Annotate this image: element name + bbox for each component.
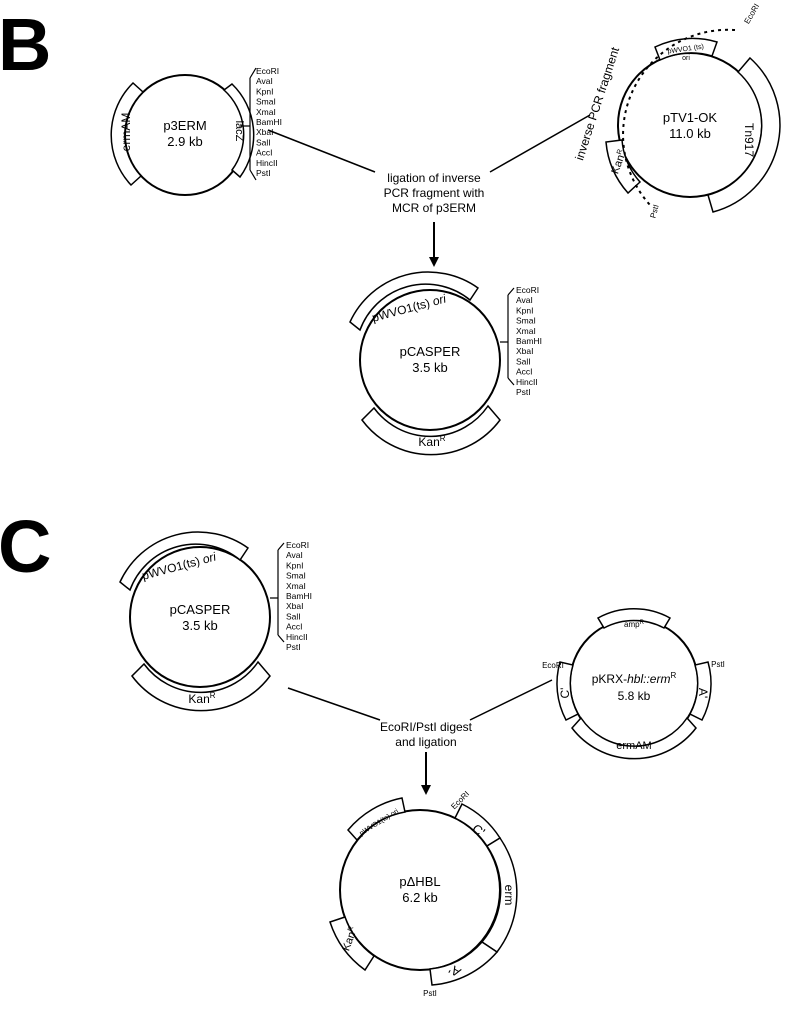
restriction-site-label: EcoRI xyxy=(516,285,539,295)
ptv1ok-size: 11.0 kb xyxy=(669,126,711,141)
restriction-site-label: XmaI xyxy=(516,326,536,336)
c-prime-segment: C' xyxy=(556,661,580,721)
restriction-site-label: KpnI xyxy=(286,560,304,570)
phbl-erm-label: erm xyxy=(502,885,516,906)
pkrx-psti-label: PstI xyxy=(711,660,725,669)
step-text-line1: ligation of inverse xyxy=(387,171,481,185)
pkrx-c-prime-label: C' xyxy=(558,688,572,699)
restriction-site-label: BamHI xyxy=(286,591,312,601)
mcr-site-list: EcoRIAvaIKpnISmaIXmaIBamHIXbaISalIAccIHi… xyxy=(516,285,542,397)
mcr-site-list: EcoRIAvaIKpnISmaIXmaIBamHIXbaISalIAccIHi… xyxy=(256,66,282,178)
ptv1ok-psti-label: PstI xyxy=(648,204,660,220)
restriction-site-label: BamHI xyxy=(256,117,282,127)
restriction-site-label: HincII xyxy=(516,377,538,387)
restriction-site-label: KpnI xyxy=(516,305,534,315)
restriction-site-label: SmaI xyxy=(516,316,536,326)
restriction-site-label: AccI xyxy=(256,148,273,158)
kan-segment: KanR xyxy=(361,404,501,456)
pcasper-plasmid: pWVO1(ts) ori KanR pCASPER 3.5 kb EcoRIA… xyxy=(119,531,312,712)
restriction-site-label: XbaI xyxy=(286,601,304,611)
phbl-plasmid: pWVO1(ts) ori C' erm A' KanR pΔHBL 6.2 k… xyxy=(329,789,518,998)
restriction-site-label: XmaI xyxy=(286,581,306,591)
a-prime-segment: A' xyxy=(429,941,499,986)
lacz-label: lacZ xyxy=(233,121,245,142)
kan-segment: KanR xyxy=(131,660,271,712)
restriction-site-label: PstI xyxy=(256,168,271,178)
pcasper-size: 3.5 kb xyxy=(182,618,217,633)
restriction-site-label: SalI xyxy=(286,611,301,621)
restriction-site-label: EcoRI xyxy=(256,66,279,76)
restriction-site-label: SmaI xyxy=(256,97,276,107)
pkrx-amp-label: ampR xyxy=(624,620,645,629)
pkrx-size: 5.8 kb xyxy=(618,689,651,703)
ermam-label: ermAM xyxy=(119,113,133,152)
restriction-site-label: PstI xyxy=(286,642,301,652)
panel-b-letter: B xyxy=(0,3,51,86)
restriction-site-label: XbaI xyxy=(516,346,534,356)
step-text-line2: PCR fragment with xyxy=(384,186,485,200)
ori-segment: pWVO1 (ts) ori xyxy=(654,37,718,62)
p3erm-plasmid: ermAM lacZ p3ERM 2.9 kb EcoRIAvaIKpnISma… xyxy=(110,66,282,196)
restriction-site-label: XmaI xyxy=(256,107,276,117)
c-prime-segment: C' xyxy=(453,802,502,848)
ptv1ok-name: pTV1-OK xyxy=(663,110,718,125)
phbl-size: 6.2 kb xyxy=(402,890,437,905)
ptv1ok-plasmid: Tn917 pWVO1 (ts) ori KanR pTV1-OK 11.0 k… xyxy=(572,2,781,220)
phbl-psti-label: PstI xyxy=(423,989,437,998)
pkrx-ermam-label: ermAM xyxy=(616,740,651,752)
connector-line xyxy=(469,679,553,721)
ptv1ok-ecori-label: EcoRI xyxy=(742,2,761,25)
step-text-line1: EcoRI/PstI digest xyxy=(380,720,473,734)
pkrx-plasmid: ampR C' A' ermAM pKRX-hbl::ermR 5.8 kb E… xyxy=(542,608,725,760)
step-text-line2: and ligation xyxy=(395,735,456,749)
amp-segment: ampR xyxy=(596,608,672,629)
step-text-line3: MCR of p3ERM xyxy=(392,201,476,215)
ptv1ok-ori2-label: ori xyxy=(682,55,690,62)
restriction-site-label: HincII xyxy=(256,158,278,168)
restriction-site-label: PstI xyxy=(516,387,531,397)
kan-segment: KanR xyxy=(605,139,642,195)
connector-line xyxy=(489,114,591,173)
restriction-site-label: EcoRI xyxy=(286,540,309,550)
ori-segment: pWVO1(ts) ori xyxy=(349,271,480,332)
restriction-site-label: SmaI xyxy=(286,571,306,581)
p3erm-name: p3ERM xyxy=(163,118,206,133)
restriction-site-label: AvaI xyxy=(286,550,303,560)
restriction-site-label: AvaI xyxy=(516,295,533,305)
restriction-site-label: SalI xyxy=(516,356,531,366)
restriction-site-label: KpnI xyxy=(256,86,274,96)
connector-line xyxy=(267,129,376,173)
pkrx-ecori-label: EcoRI xyxy=(542,661,564,670)
kan-segment: KanR xyxy=(329,916,376,972)
lacz-segment: lacZ xyxy=(222,83,255,179)
tn917-segment: Tn917 xyxy=(707,56,781,213)
pcasper-kan-label: KanR xyxy=(418,434,445,449)
restriction-site-label: HincII xyxy=(286,632,308,642)
restriction-site-label: AvaI xyxy=(256,76,273,86)
a-prime-segment: A' xyxy=(688,661,712,721)
mcr-site-list: EcoRIAvaIKpnISmaIXmaIBamHIXbaISalIAccIHi… xyxy=(286,540,312,652)
pcasper-size: 3.5 kb xyxy=(412,360,447,375)
pcasper-name: pCASPER xyxy=(400,344,461,359)
ermam-segment: ermAM xyxy=(571,716,697,760)
restriction-site-label: AccI xyxy=(286,622,303,632)
restriction-site-label: XbaI xyxy=(256,127,274,137)
ermam-segment: ermAM xyxy=(110,81,145,187)
restriction-site-label: BamHI xyxy=(516,336,542,346)
inverse-pcr-dotted-arc xyxy=(622,28,736,206)
pcasper-plasmid: pWVO1(ts) ori KanR pCASPER 3.5 kb EcoRIA… xyxy=(349,271,542,456)
ori-segment: pWVO1(ts) ori xyxy=(347,797,406,842)
p3erm-size: 2.9 kb xyxy=(167,134,202,149)
connector-line xyxy=(287,687,381,721)
restriction-site-label: SalI xyxy=(256,137,271,147)
pkrx-name: pKRX-hbl::ermR xyxy=(592,671,677,686)
phbl-name: pΔHBL xyxy=(399,874,440,889)
pcasper-name: pCASPER xyxy=(170,602,231,617)
restriction-site-label: AccI xyxy=(516,367,533,377)
pcasper-kan-label: KanR xyxy=(188,691,215,706)
tn917-label: Tn917 xyxy=(742,123,756,157)
pkrx-a-prime-label: A' xyxy=(696,688,710,698)
panel-c-letter: C xyxy=(0,505,51,588)
